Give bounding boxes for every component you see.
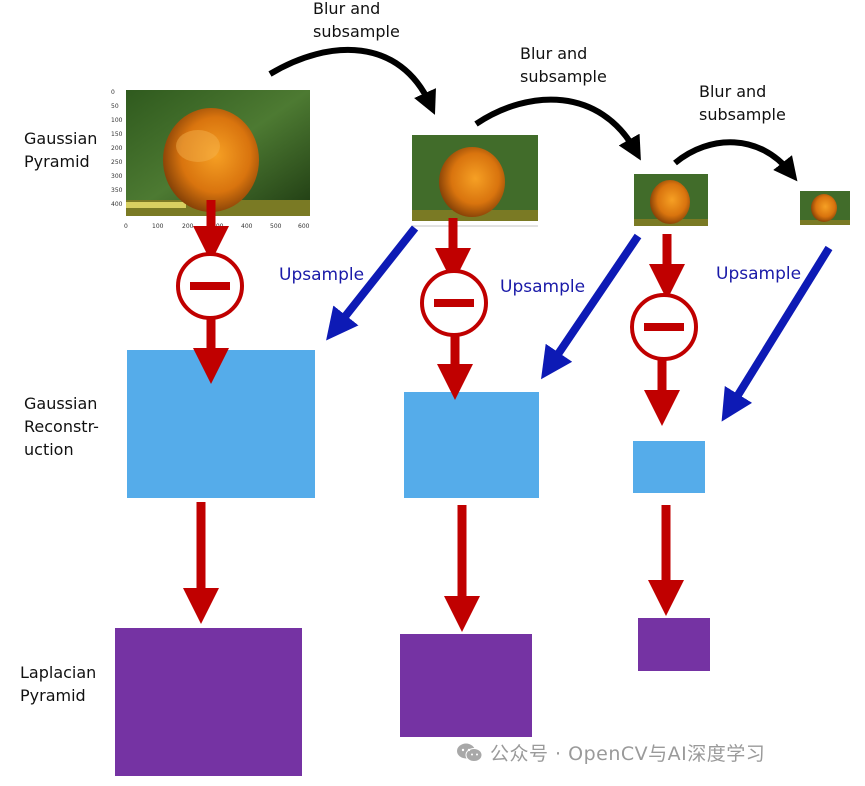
minus-circle-icon xyxy=(420,269,488,337)
reconstruction-box-level-2 xyxy=(633,441,705,493)
axis-tick-label: 200 xyxy=(111,145,123,152)
upsample-label-2: Upsample xyxy=(500,277,586,297)
label-line: Laplacian xyxy=(20,663,97,682)
label-line: Blur and xyxy=(313,0,381,18)
reconstruction-box-level-1 xyxy=(404,392,539,498)
axis-tick-label: 250 xyxy=(111,159,123,166)
label-line: uction xyxy=(24,440,74,459)
axis-tick-label: 400 xyxy=(111,201,123,208)
label-line: Blur and xyxy=(520,44,588,63)
blur-subsample-label-2: Blur and subsample xyxy=(520,42,607,88)
gaussian-image-level-2 xyxy=(628,172,710,234)
label-line: subsample xyxy=(520,67,607,86)
watermark-text: 公众号 · OpenCV与AI深度学习 xyxy=(490,743,766,765)
axis-tick-label: 300 xyxy=(111,173,123,180)
axis-tick-label: 350 xyxy=(111,187,123,194)
gaussian-image-level-1 xyxy=(402,132,542,232)
axis-tick-label: 600 xyxy=(298,223,310,230)
blur-arrow-3 xyxy=(673,139,798,182)
label-laplacian-pyramid: Laplacian Pyramid xyxy=(20,661,96,707)
blur-subsample-label-3: Blur and subsample xyxy=(699,80,786,126)
label-line: Reconstr- xyxy=(24,417,99,436)
axis-tick-label: 150 xyxy=(111,131,123,138)
label-line: subsample xyxy=(313,22,400,41)
axis-tick-label: 0 xyxy=(124,223,128,230)
axis-tick-label: 200 xyxy=(182,223,194,230)
upsample-arrow-1 xyxy=(326,225,419,341)
wechat-icon xyxy=(457,743,483,762)
gaussian-image-level-3 xyxy=(796,189,852,231)
watermark: 公众号 · OpenCV与AI深度学习 xyxy=(456,739,765,766)
upsample-label-1: Upsample xyxy=(279,265,365,285)
label-gaussian-reconstruction: Gaussian Reconstr- uction xyxy=(24,392,99,461)
label-line: Pyramid xyxy=(20,686,86,705)
label-line: subsample xyxy=(699,105,786,124)
axis-tick-label: 100 xyxy=(111,117,123,124)
label-line: Gaussian xyxy=(24,129,98,148)
label-line: Gaussian xyxy=(24,394,98,413)
minus-circle-icon xyxy=(630,293,698,361)
upsample-label-3: Upsample xyxy=(716,264,802,284)
axis-tick-label: 100 xyxy=(152,223,164,230)
label-line: Blur and xyxy=(699,82,767,101)
axis-tick-label: 0 xyxy=(111,89,115,96)
upsample-arrow-3 xyxy=(721,245,833,422)
axis-tick-label: 50 xyxy=(111,103,119,110)
label-line: Pyramid xyxy=(24,152,90,171)
gaussian-image-level-0: 0 50 100 150 200 250 300 350 400 0 100 2… xyxy=(108,86,314,232)
laplacian-box-level-2 xyxy=(638,618,710,671)
upsample-arrow-2 xyxy=(541,233,642,380)
laplacian-box-level-0 xyxy=(115,628,302,776)
laplacian-box-level-1 xyxy=(400,634,532,737)
blur-subsample-label-1: Blur and subsample xyxy=(313,0,400,43)
label-gaussian-pyramid: Gaussian Pyramid xyxy=(24,127,97,173)
axis-tick-label: 500 xyxy=(270,223,282,230)
minus-circle-icon xyxy=(176,252,244,320)
blur-arrow-2 xyxy=(474,96,641,161)
axis-tick-label: 400 xyxy=(241,223,253,230)
blur-arrow-1 xyxy=(268,47,436,115)
